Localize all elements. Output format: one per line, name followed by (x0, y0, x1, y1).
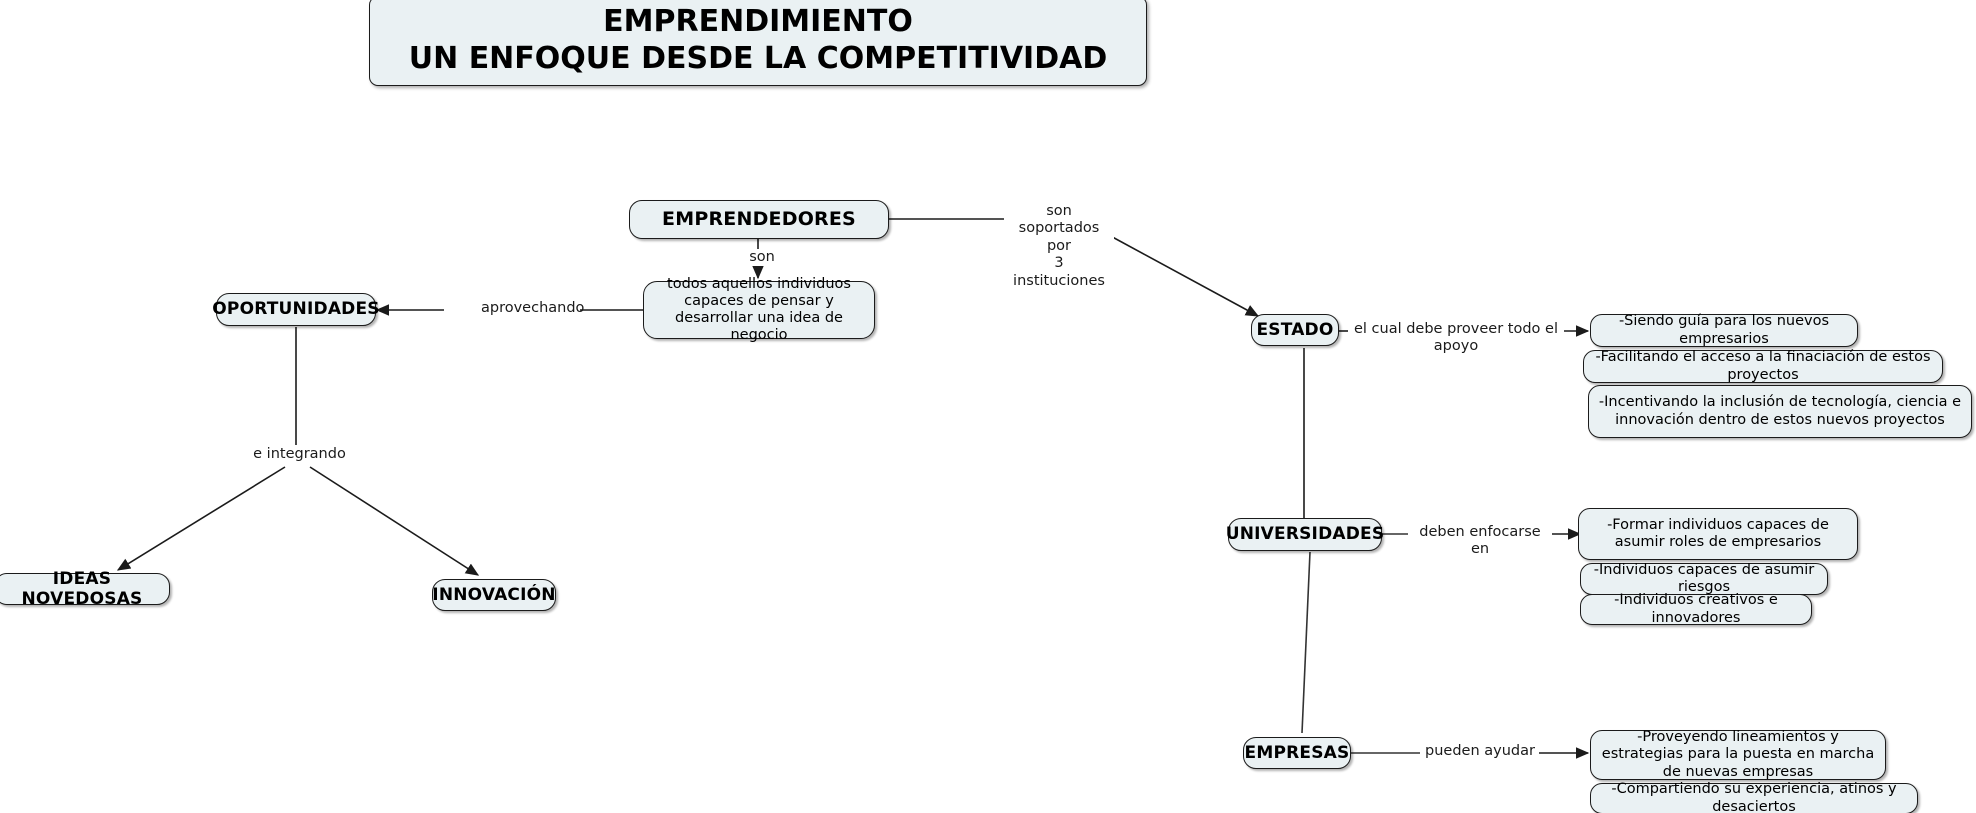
node-ideas-novedosas[interactable]: IDEAS NOVEDOSAS (0, 569, 170, 609)
edge-integrando-ideas (116, 466, 286, 571)
node-innovacion-label: INNOVACIÓN (432, 584, 556, 605)
title-line-1: EMPRENDIMIENTO (603, 4, 913, 40)
edge-emprendedores-estado-b (1104, 232, 1260, 317)
edge-integrando-innovacion (309, 466, 480, 576)
node-empresas-detalle-2-label: -Compartiendo su experiencia, atinos y d… (1611, 781, 1897, 813)
node-oportunidades-label: OPORTUNIDADES (212, 299, 380, 320)
node-emprendedores[interactable]: EMPRENDEDORES (629, 200, 889, 239)
node-universidades-detalle-1[interactable]: -Formar individuos capaces de asumir rol… (1578, 508, 1858, 560)
node-emprendedores-label: EMPRENDEDORES (662, 208, 856, 231)
title-box: EMPRENDIMIENTO UN ENFOQUE DESDE LA COMPE… (369, 0, 1147, 86)
node-innovacion[interactable]: INNOVACIÓN (432, 579, 556, 611)
link-label-son: son (738, 249, 786, 267)
link-label-son-soportados: son soportados por 3 instituciones (1004, 203, 1114, 290)
node-empresas-detalle-2[interactable]: -Compartiendo su experiencia, atinos y d… (1590, 781, 1918, 813)
link-label-e-integrando: e integrando (247, 446, 352, 464)
node-estado-detalle-2-label: -Facilitando el acceso a la finaciación … (1595, 349, 1931, 383)
node-universidades-label: UNIVERSIDADES (1225, 524, 1385, 545)
edge-universidades-empresas (1301, 551, 1311, 734)
node-universidades-detalle-1-label: -Formar individuos capaces de asumir rol… (1607, 516, 1829, 550)
link-label-aprovechando: aprovechando (478, 300, 584, 318)
link-label-el-cual-debe-proveer: el cual debe proveer todo el apoyo (1348, 321, 1564, 356)
node-ideas-novedosas-label: IDEAS NOVEDOSAS (21, 568, 143, 609)
node-universidades-detalle-3-label: -Individuos creativos e innovadores (1614, 592, 1778, 626)
node-universidades-detalle-2[interactable]: -Individuos capaces de asumir riesgos (1580, 561, 1828, 595)
node-estado-label: ESTADO (1256, 319, 1334, 340)
node-estado-detalle-1[interactable]: -Siendo guía para los nuevos empresarios (1590, 313, 1858, 347)
node-estado-detalle-3[interactable]: -Incentivando la inclusión de tecnología… (1588, 385, 1972, 438)
node-definicion-emprendedores[interactable]: todos aquellos individuos capaces de pen… (643, 276, 875, 343)
node-empresas-detalle-1-label: -Proveyendo lineamientos y estrategias p… (1601, 729, 1875, 780)
node-universidades[interactable]: UNIVERSIDADES (1225, 518, 1385, 551)
node-oportunidades[interactable]: OPORTUNIDADES (212, 293, 380, 326)
node-empresas[interactable]: EMPRESAS (1243, 737, 1351, 769)
title-line-2: UN ENFOQUE DESDE LA COMPETITIVIDAD (408, 41, 1108, 76)
node-empresas-detalle-1[interactable]: -Proveyendo lineamientos y estrategias p… (1590, 729, 1886, 780)
node-universidades-detalle-3[interactable]: -Individuos creativos e innovadores (1580, 592, 1812, 626)
node-estado-detalle-3-label: -Incentivando la inclusión de tecnología… (1598, 394, 1962, 428)
node-definicion-emprendedores-label: todos aquellos individuos capaces de pen… (667, 275, 851, 344)
node-estado-detalle-1-label: -Siendo guía para los nuevos empresarios (1618, 313, 1830, 347)
node-universidades-detalle-2-label: -Individuos capaces de asumir riesgos (1593, 561, 1815, 595)
node-estado-detalle-2[interactable]: -Facilitando el acceso a la finaciación … (1583, 349, 1943, 383)
node-empresas-label: EMPRESAS (1244, 742, 1350, 763)
node-estado[interactable]: ESTADO (1251, 314, 1339, 346)
link-label-deben-enfocarse-en: deben enfocarse en (1408, 524, 1552, 559)
link-label-pueden-ayudar: pueden ayudar (1421, 743, 1539, 761)
